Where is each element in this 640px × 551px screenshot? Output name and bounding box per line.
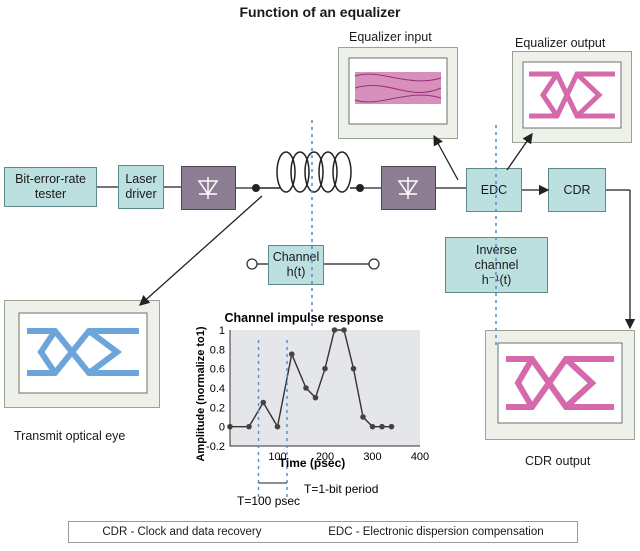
edc-label: EDC — [480, 182, 508, 197]
transmit-eye-plot — [18, 312, 148, 394]
data-point — [350, 365, 357, 372]
receive-photodiode-block — [381, 166, 436, 210]
data-point — [322, 365, 328, 372]
t-period-label: T=100 psec — [237, 494, 300, 508]
diagram-title: Function of an equalizer — [239, 4, 401, 20]
y-tick-label: 1 — [219, 325, 225, 337]
laser-driver-label: Laser driver — [125, 172, 157, 201]
fiber-start-dot — [252, 184, 260, 192]
fiber-coil-icon — [260, 151, 358, 193]
y-tick-label: -0.2 — [206, 441, 225, 453]
data-point — [341, 327, 347, 333]
bert-label: Bit-error-rate tester — [15, 172, 86, 201]
cdr-eye-plot — [497, 342, 623, 424]
legend-edc: EDC - Electronic dispersion compensation — [328, 526, 544, 538]
cdr-block: CDR — [548, 168, 606, 212]
diode-icon — [197, 177, 219, 199]
y-axis-label: Amplitude (normalize to1) — [195, 326, 207, 461]
open-eye-plot — [522, 61, 622, 129]
data-point — [303, 385, 309, 391]
transmit-photodiode-block — [181, 166, 236, 210]
transmit-eye-label: Transmit optical eye — [14, 429, 126, 443]
channel-block: Channel h(t) — [268, 245, 324, 285]
inverse-channel-label: Inverse channel h⁻¹(t) — [474, 242, 519, 287]
data-point — [260, 399, 267, 406]
closed-eye-plot — [348, 57, 448, 125]
equalizer-output-screenshot — [512, 51, 632, 143]
equalizer-input-label: Equalizer input — [349, 30, 432, 44]
data-point — [246, 423, 252, 430]
laser-driver-block: Laser driver — [118, 165, 164, 209]
axes — [229, 330, 420, 447]
data-point — [312, 394, 319, 401]
diode-icon — [397, 177, 419, 199]
data-point — [379, 423, 385, 430]
x-tick-label: 400 — [411, 451, 429, 463]
chart-title: Channel impulse response — [224, 311, 383, 325]
equalizer-input-screenshot — [338, 47, 458, 139]
y-tick-label: 0.2 — [210, 402, 225, 414]
data-point — [388, 423, 395, 430]
y-tick-label: 0.4 — [210, 383, 225, 395]
bit-period-label: T=1-bit period — [304, 482, 378, 496]
x-axis-label: Time (psec) — [279, 456, 345, 470]
data-point — [331, 327, 338, 333]
channel-label: Channel h(t) — [272, 250, 320, 279]
x-tick-label: 200 — [316, 451, 334, 463]
transmit-eye-screenshot — [4, 300, 160, 408]
equalizer-output-label: Equalizer output — [515, 36, 606, 50]
impulse-response-chart: -0.2 0 0.2 0.4 0.6 0.8 1 100 200 300 400 Channel im… — [195, 311, 429, 508]
legend-cdr: CDR - Clock and data recovery — [102, 526, 262, 538]
data-point — [288, 351, 295, 357]
cdr-label: CDR — [563, 182, 591, 197]
bert-block: Bit-error-rate tester — [4, 167, 97, 207]
data-point — [274, 423, 281, 430]
cdr-output-screenshot — [485, 330, 635, 440]
edc-block: EDC — [466, 168, 522, 212]
data-point — [360, 414, 366, 420]
data-point — [369, 423, 376, 430]
y-tick-label: 0 — [219, 422, 225, 434]
x-tick-label: 300 — [363, 451, 381, 463]
x-tick-label: 100 — [268, 451, 286, 463]
fiber-end-dot — [356, 184, 364, 192]
abbreviation-legend: CDR - Clock and data recovery EDC - Elec… — [68, 521, 578, 543]
cdr-output-label: CDR output — [525, 454, 591, 468]
y-tick-label: 0.6 — [210, 364, 225, 376]
y-tick-label: 0.8 — [210, 344, 225, 356]
